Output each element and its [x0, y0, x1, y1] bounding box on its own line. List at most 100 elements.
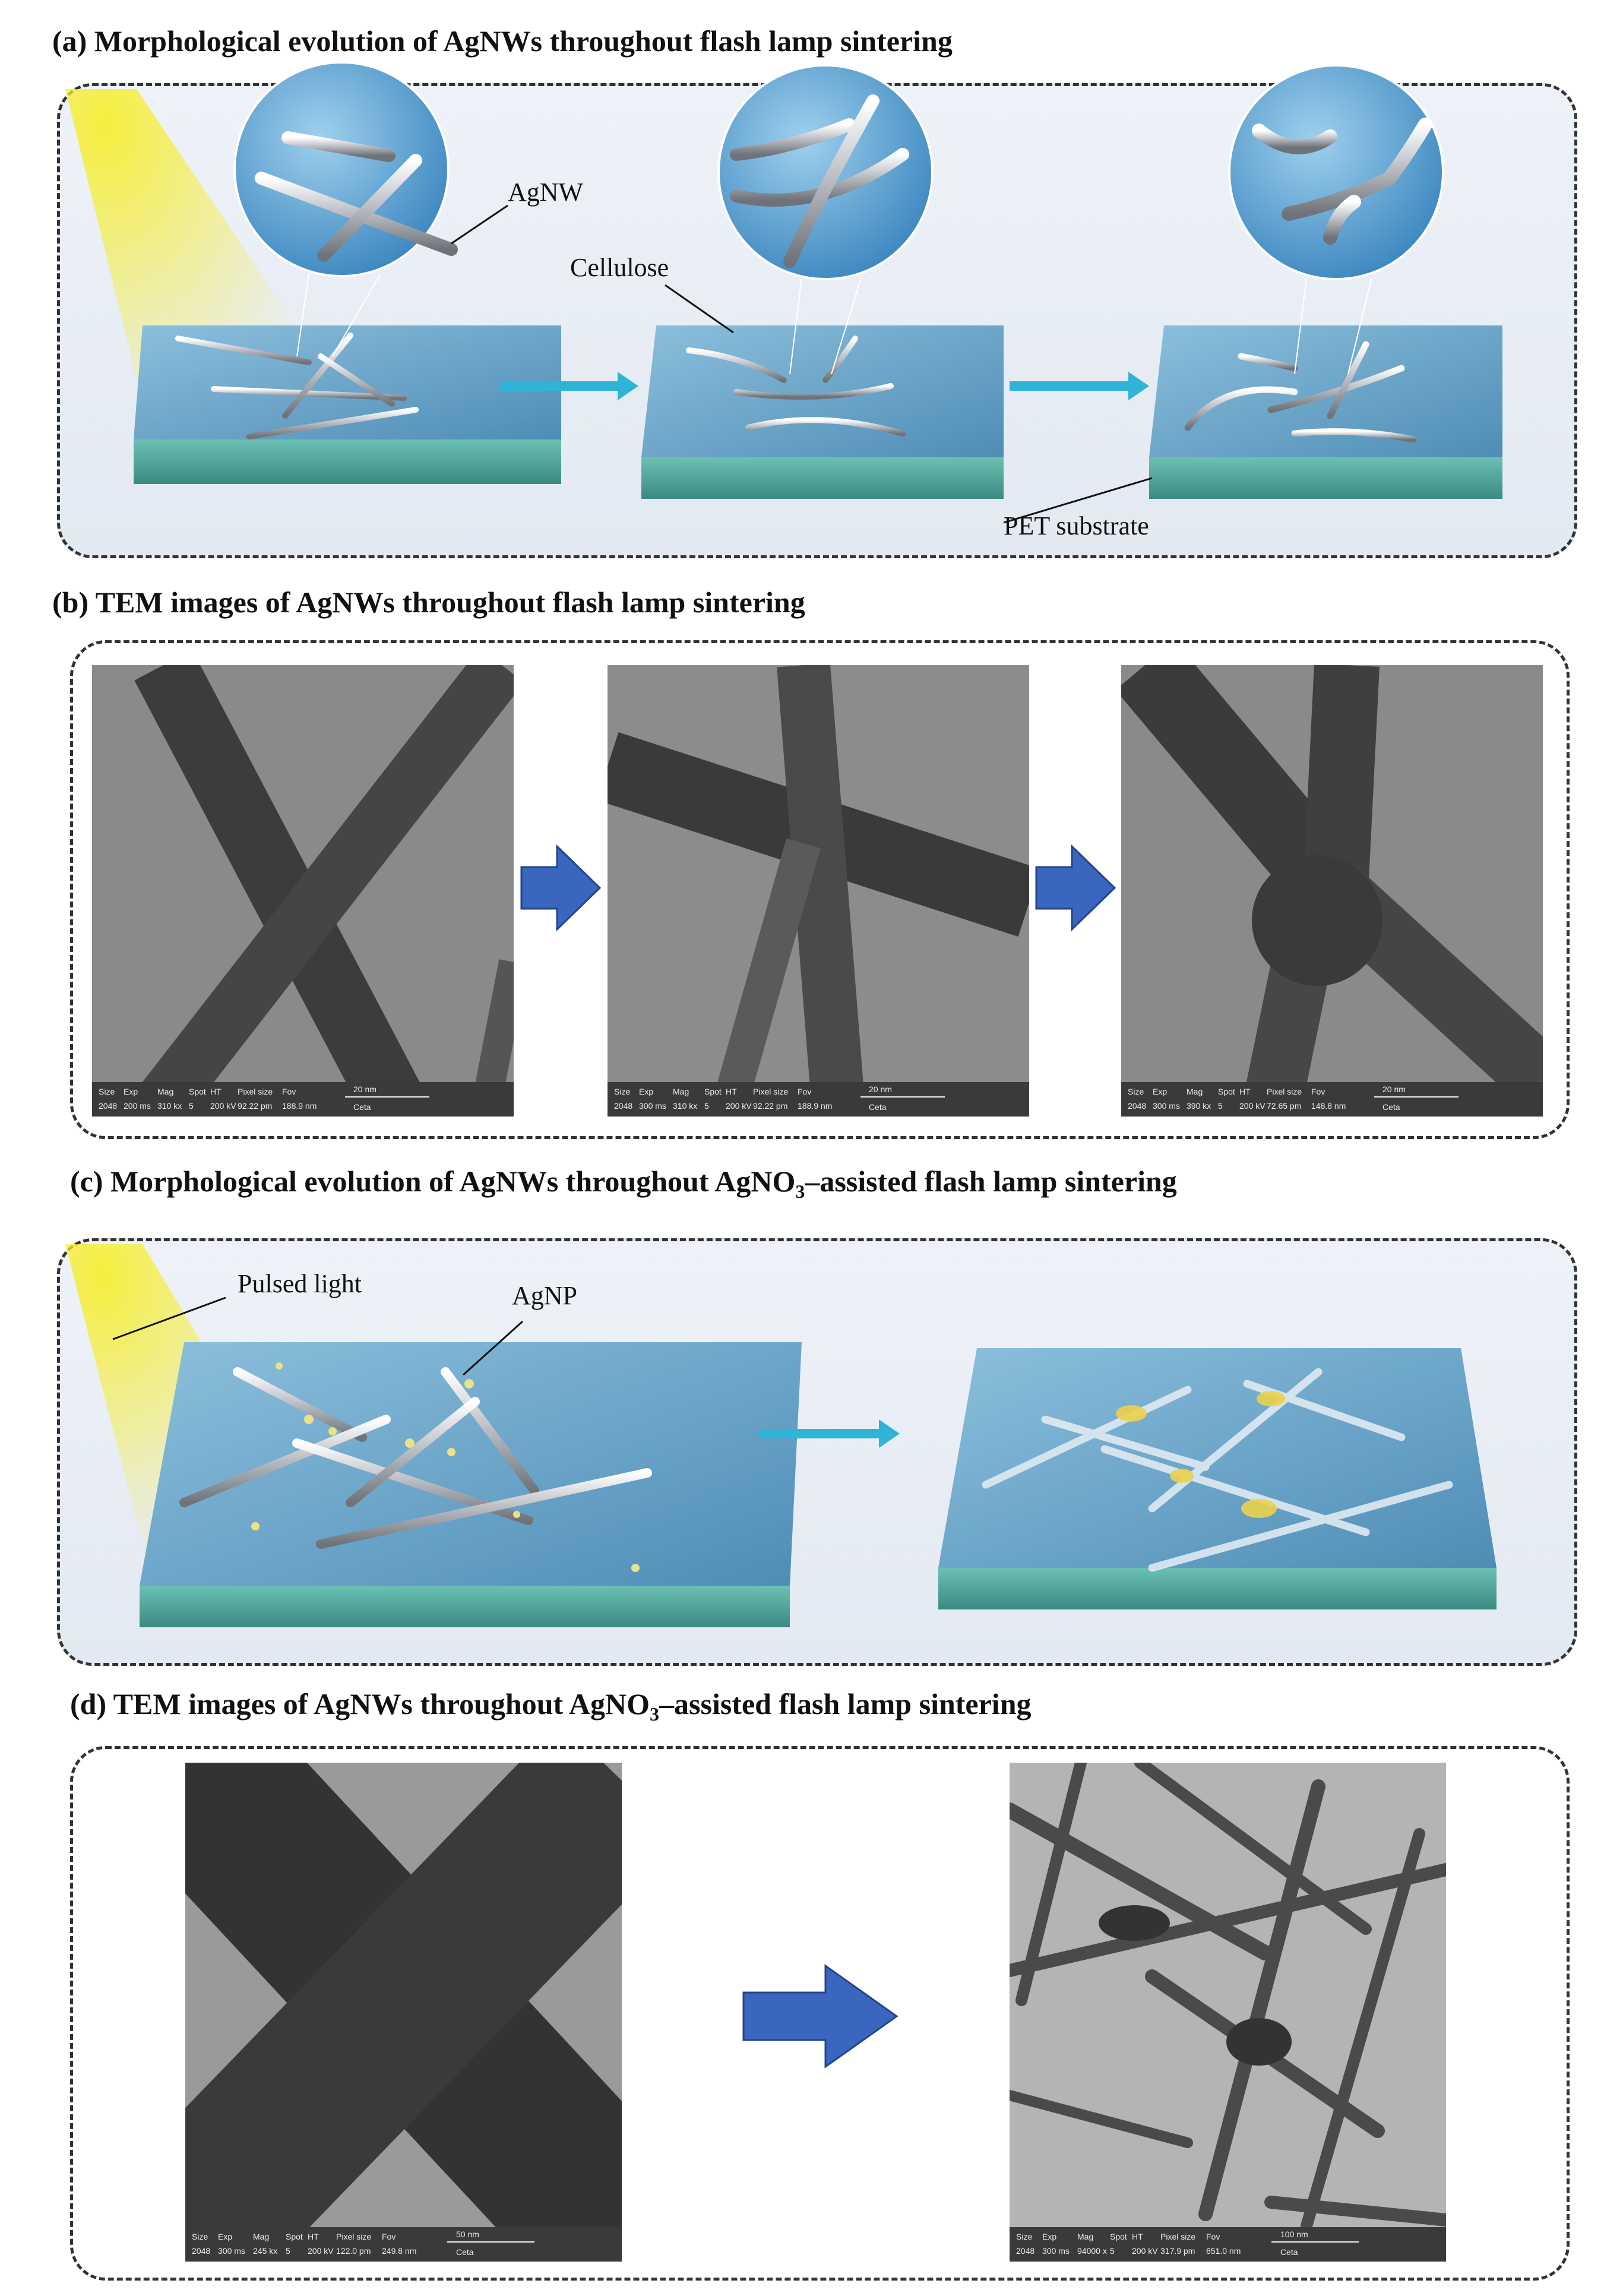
- tem-field-value: 122.0 pm: [336, 2246, 371, 2256]
- substrate-slab-1: [134, 325, 561, 484]
- tem-field-header: Exp: [124, 1087, 138, 1096]
- tem-field-header: Size: [614, 1087, 631, 1096]
- tem-scale-bar: [1374, 1096, 1459, 1098]
- panel-c-frame: [57, 1238, 1577, 1666]
- tem-field-mag: Mag 94000 x: [1077, 2229, 1107, 2258]
- tem-field-header: HT: [1239, 1087, 1251, 1096]
- tem-scale-text: 20 nm: [869, 1084, 892, 1094]
- tem-field-header: HT: [1132, 2232, 1143, 2241]
- process-arrow-a1: [499, 372, 638, 400]
- tem-scale-label: 20 nm Ceta: [353, 1082, 377, 1114]
- tem-scale-bar: [345, 1096, 429, 1098]
- tem-scale-text: 20 nm: [353, 1084, 377, 1094]
- panel-c-title-pre: (c) Morphological evolution of AgNWs thr…: [70, 1165, 796, 1198]
- tem-field-value: 200 kV: [1132, 2246, 1158, 2256]
- tem-field-value: 310 kx: [157, 1101, 182, 1111]
- tem-field-header: Fov: [282, 1087, 296, 1096]
- tem-field-header: Fov: [798, 1087, 812, 1096]
- tem-field-header: Spot: [1110, 2232, 1127, 2241]
- tem-field-header: Spot: [1218, 1087, 1235, 1096]
- tem-field-spot: Spot 5: [286, 2229, 303, 2258]
- panel-d-frame: [70, 1746, 1570, 2281]
- tem-field-header: Pixel size: [336, 2232, 372, 2241]
- tem-field-header: Exp: [218, 2232, 233, 2241]
- tem-field-header: Size: [1016, 2232, 1033, 2241]
- tem-field-value: 651.0 nm: [1206, 2246, 1241, 2256]
- tem-field-value: 245 kx: [253, 2246, 278, 2256]
- tem-field-header: Spot: [286, 2232, 303, 2241]
- tem-field-header: Mag: [1077, 2232, 1094, 2241]
- tem-field-pixel: Pixel size 317.9 pm: [1160, 2229, 1195, 2258]
- agnw-set-3: [1184, 341, 1417, 443]
- agnw-set-1: [175, 333, 419, 439]
- tem-field-spot: Spot 5: [1110, 2229, 1127, 2258]
- panel-b-frame: [70, 640, 1570, 1139]
- tem-field-value: 5: [1110, 2246, 1115, 2256]
- tem-detector: Ceta: [1382, 1102, 1400, 1112]
- tem-field-header: Size: [1128, 1087, 1144, 1096]
- tem-field-header: Exp: [639, 1087, 654, 1096]
- tem-field-fov: Fov 651.0 nm: [1206, 2229, 1241, 2258]
- tem-field-value: 300 ms: [218, 2246, 245, 2256]
- tem-field-pixel: Pixel size 72.65 pm: [1267, 1084, 1302, 1113]
- tem-field-value: 317.9 pm: [1160, 2246, 1195, 2256]
- tem-field-header: Pixel size: [1160, 2232, 1196, 2241]
- tem-field-value: 92.22 pm: [238, 1101, 273, 1111]
- tem-field-header: Pixel size: [1267, 1087, 1302, 1096]
- panel-a-title: (a) Morphological evolution of AgNWs thr…: [52, 24, 953, 58]
- process-arrow-a2: [1010, 372, 1149, 400]
- tem-field-value: 94000 x: [1077, 2246, 1107, 2256]
- tem-scale-bar: [1271, 2241, 1359, 2243]
- tem-field-value: 92.22 pm: [753, 1101, 788, 1111]
- tem-field-size: Size 2048: [1128, 1084, 1146, 1113]
- substrate-slab-3: [1149, 325, 1502, 499]
- label-agnp: AgNP: [512, 1281, 578, 1310]
- tem-field-ht: HT 200 kV: [1132, 2229, 1158, 2258]
- tem-field-value: 200 kV: [210, 1101, 236, 1111]
- tem-field-header: Fov: [382, 2232, 396, 2241]
- label-pulsed-light: Pulsed light: [238, 1269, 362, 1298]
- label-pet-substrate: PET substrate: [1004, 511, 1149, 540]
- tem-field-value: 72.65 pm: [1267, 1101, 1302, 1111]
- label-agnw: AgNW: [508, 178, 584, 207]
- panel-d-title-pre: (d) TEM images of AgNWs throughout AgNO: [70, 1687, 650, 1721]
- tem-field-header: Size: [99, 1087, 115, 1096]
- panel-d-title-sub: 3: [650, 1703, 660, 1725]
- tem-field-value: 300 ms: [639, 1101, 666, 1111]
- tem-field-exp: Exp 300 ms: [218, 2229, 245, 2258]
- tem-field-value: 200 kV: [308, 2246, 334, 2256]
- tem-field-value: 5: [286, 2246, 290, 2256]
- tem-field-value: 200 kV: [1239, 1101, 1266, 1111]
- tem-field-header: Fov: [1206, 2232, 1220, 2241]
- tem-field-header: Mag: [1187, 1087, 1203, 1096]
- zoom-lens-2: [717, 64, 934, 280]
- tem-scale-text: 100 nm: [1280, 2229, 1308, 2239]
- tem-detector: Ceta: [353, 1102, 371, 1112]
- substrate-slab-2: [641, 325, 1004, 499]
- tem-field-value: 2048: [1128, 1101, 1147, 1111]
